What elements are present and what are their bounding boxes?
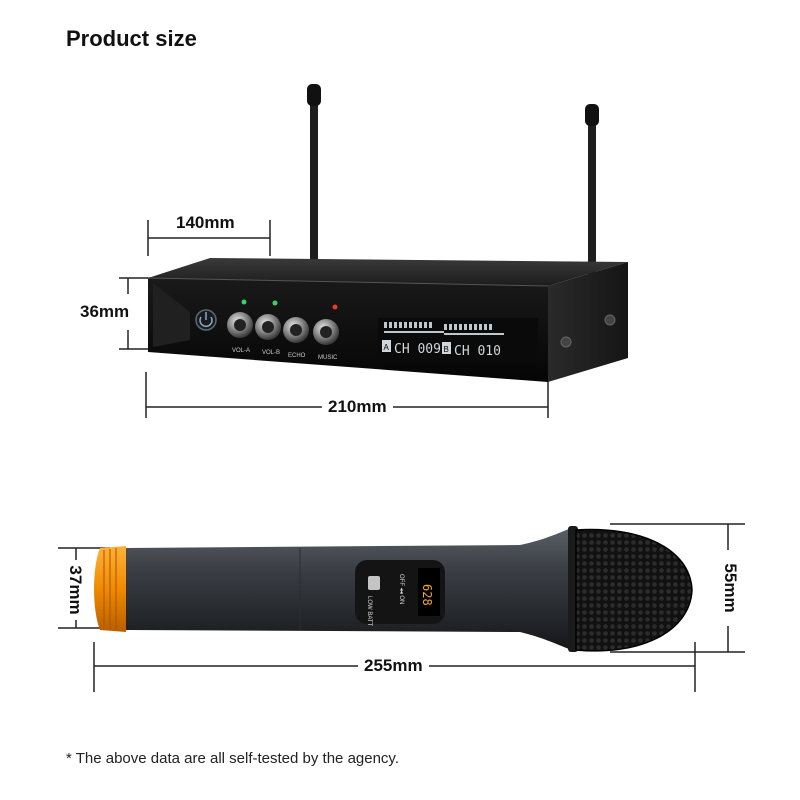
receiver-depth-label: 140mm: [176, 213, 235, 233]
receiver-unit: VOL-A VOL-B ECHO MUSIC: [147, 84, 628, 382]
mic-display-text: 628: [420, 584, 434, 606]
antenna-right: [585, 104, 599, 285]
music-label: MUSIC: [318, 355, 338, 361]
receiver-width-label: 210mm: [322, 397, 393, 417]
display-b-text: CH 010: [454, 344, 501, 359]
receiver-height-label: 36mm: [80, 302, 130, 322]
knob-vol-b-icon: [255, 314, 281, 340]
antenna-left: [307, 84, 321, 275]
switch-label: OFF ◂◂ ON: [398, 574, 404, 604]
vol-b-label: VOL-B: [262, 350, 280, 356]
mic-power-switch-icon: [368, 576, 380, 590]
knob-vol-a-icon: [227, 312, 253, 338]
channel-a-label: A: [384, 343, 390, 352]
echo-label: ECHO: [288, 353, 306, 359]
wireless-microphone: LOW BATT OFF ◂◂ ON 628: [94, 526, 693, 652]
receiver-display: A B CH 009 CH 010: [378, 318, 538, 362]
knob-music-icon: [313, 319, 339, 345]
mic-grille-icon: [576, 529, 692, 651]
mic-length-label: 255mm: [358, 656, 429, 676]
mic-handle-diameter-label: 37mm: [65, 560, 85, 620]
knob-echo-icon: [283, 317, 309, 343]
low-batt-label: LOW BATT: [366, 596, 372, 627]
display-a-text: CH 009: [394, 342, 441, 357]
vol-a-label: VOL-A: [232, 348, 250, 354]
page-title: Product size: [66, 26, 197, 51]
footnote: * The above data are all self-tested by …: [66, 750, 399, 767]
channel-b-label: B: [444, 345, 449, 354]
mic-head-diameter-label: 55mm: [720, 558, 740, 618]
